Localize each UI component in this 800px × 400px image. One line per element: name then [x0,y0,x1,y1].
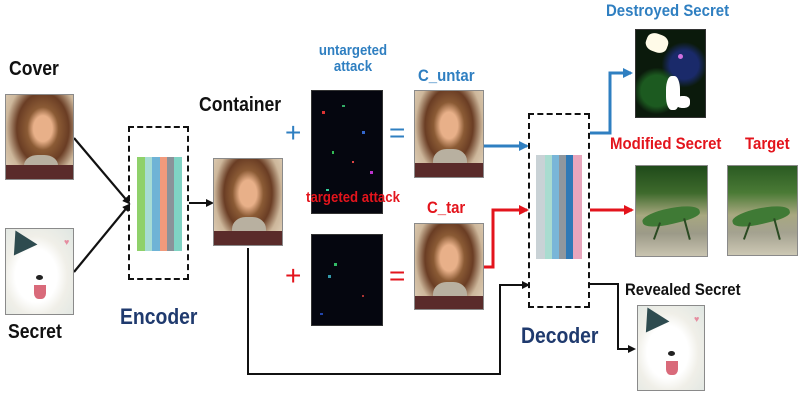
destroyed-secret-image [635,29,706,118]
decoder-to-destroyed-arrow [590,68,633,135]
modified-secret-image [635,165,708,257]
encoder-layer [160,157,167,251]
grasshopper-shape [730,201,792,231]
encoder-layer [167,157,174,251]
targeted-perturbation-image [311,234,383,326]
noise-dot [326,189,329,191]
sweater-shape [415,296,483,309]
container-image [213,158,283,246]
noise-dot [320,313,323,315]
encoder-label: Encoder [120,304,198,329]
noise-dot [342,105,345,107]
decoder-box [528,113,590,308]
equals-targeted-operator: = [389,260,406,291]
heart-icon: ♥ [694,314,700,324]
c-tar-to-decoder-arrow [484,205,529,269]
tongue-shape [34,285,46,299]
c-untar-label: C_untar [418,66,475,85]
noise-dot [370,171,373,174]
encoder-layers [137,157,182,251]
encoder-layer [137,157,145,251]
nose-shape [668,351,675,356]
encoder-layer [174,157,182,251]
white-blob [643,30,671,56]
decoder-layer [573,155,582,259]
grasshopper-shape [640,201,702,231]
decoder-to-revealed-arrow [590,283,636,353]
plus-untargeted-operator: + [285,117,302,148]
party-hat-shape [638,306,670,333]
noise-dot [332,151,334,154]
tongue-shape [666,361,678,375]
cover-label: Cover [9,58,59,80]
white-blob [676,96,690,108]
encoder-layer [152,157,160,251]
decoder-layer [545,155,552,259]
target-image [727,165,798,256]
decoder-layer [566,155,573,259]
c-tar-label: C_tar [427,198,466,217]
secret-image: ♥ [5,228,74,315]
decoder-layer [552,155,559,259]
noise-dot [334,263,337,266]
plus-targeted-operator: + [285,260,302,291]
sweater-shape [6,165,73,179]
c-tar-image [414,223,484,310]
target-label: Target [745,134,790,153]
modified-secret-label: Modified Secret [610,134,722,153]
container-to-decoder-arrow [247,248,530,375]
grasshopper-leg [773,218,781,240]
secret-label: Secret [8,321,62,343]
cover-image [5,94,74,180]
decoder-label: Decoder [521,323,599,348]
encoder-layer [145,157,152,251]
nose-shape [36,275,43,280]
sweater-shape [415,163,483,177]
decoder-layer [559,155,566,259]
noise-dot [362,295,364,297]
container-label: Container [199,94,282,116]
equals-untargeted-operator: = [389,117,406,148]
c-untar-image [414,90,484,178]
revealed-secret-image: ♥ [637,305,705,391]
secret-to-encoder-arrow [73,203,131,273]
decoder-layers [536,155,582,259]
untargeted-attack-label: untargeted attack [318,42,388,75]
decoder-layer [536,155,545,259]
noise-dot [352,161,354,163]
cover-to-encoder-arrow [73,137,131,205]
untargeted-perturbation-image [311,90,383,214]
grasshopper-leg [683,218,691,240]
noise-dot [328,275,331,278]
sweater-shape [214,231,282,245]
party-hat-shape [6,229,38,256]
heart-icon: ♥ [64,237,70,247]
revealed-secret-label: Revealed Secret [625,280,741,299]
encoder-box [128,126,189,280]
noise-dot [362,131,365,134]
destroyed-secret-label: Destroyed Secret [606,1,730,20]
targeted-attack-label: targeted attack [306,189,400,206]
magenta-spot [678,54,683,59]
noise-dot [322,111,325,114]
